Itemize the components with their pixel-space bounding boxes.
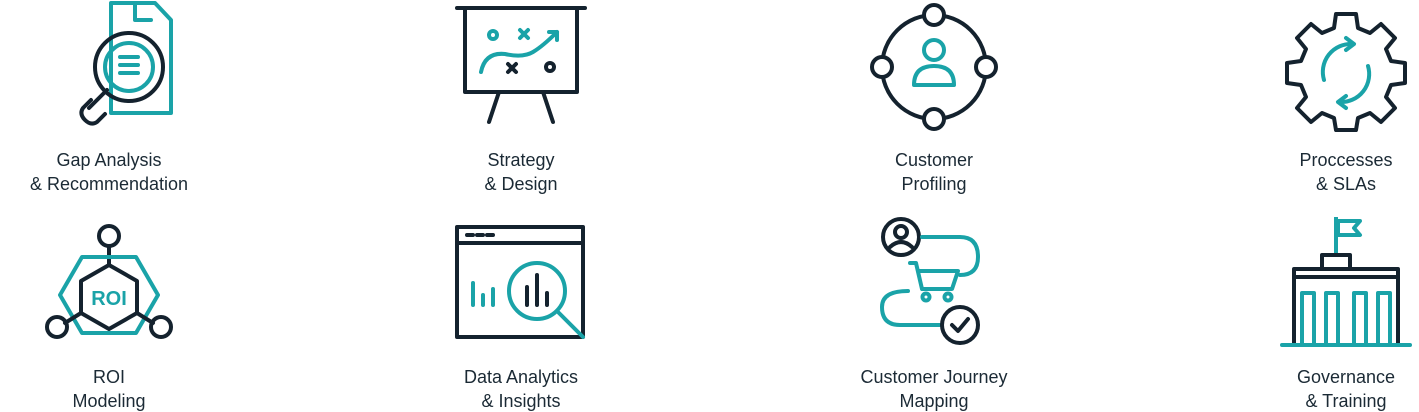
- governance-building-icon: [1280, 217, 1412, 347]
- service-roi-modeling: ROI ROI Modeling: [0, 217, 239, 412]
- roi-icon-text: ROI: [91, 288, 127, 310]
- service-title-line1: Gap Analysis: [56, 150, 162, 170]
- service-title-line2: & Design: [484, 174, 558, 194]
- service-processes-slas: Proccesses & SLAs: [1216, 0, 1419, 196]
- gear-cycle-icon: [1285, 12, 1407, 132]
- service-data-analytics: Data Analytics & Insights: [391, 217, 651, 412]
- service-title-line1: Governance: [1296, 367, 1396, 387]
- service-title-line1: ROI: [92, 367, 125, 387]
- service-gap-analysis: Gap Analysis & Recommendation: [0, 0, 239, 196]
- service-strategy-design: Strategy & Design: [391, 0, 651, 196]
- service-title-line1: Customer: [894, 150, 974, 170]
- service-title-line2: & Recommendation: [29, 174, 189, 194]
- service-customer-profiling: Customer Profiling: [804, 0, 1064, 196]
- customer-profile-icon: [870, 3, 998, 131]
- service-title-line2: & Insights: [481, 391, 561, 411]
- roi-hexagon-icon: ROI: [45, 224, 173, 339]
- service-title-line2: & Training: [1305, 391, 1387, 411]
- service-title-line1: Customer Journey: [860, 367, 1008, 387]
- strategy-board-icon: [455, 6, 587, 124]
- service-title-line2: Modeling: [72, 391, 146, 411]
- service-title-line1: Strategy: [487, 150, 555, 170]
- service-title-line2: Profiling: [901, 174, 967, 194]
- service-title-line2: & SLAs: [1315, 174, 1377, 194]
- gap-analysis-icon: [79, 1, 173, 126]
- service-governance-training: Governance & Training: [1216, 217, 1419, 412]
- customer-journey-icon: [880, 217, 980, 345]
- service-title-line2: Mapping: [899, 391, 969, 411]
- service-title-line1: Proccesses: [1299, 150, 1393, 170]
- service-customer-journey: Customer Journey Mapping: [804, 217, 1064, 412]
- service-title-line1: Data Analytics: [463, 367, 579, 387]
- data-analytics-icon: [455, 225, 585, 339]
